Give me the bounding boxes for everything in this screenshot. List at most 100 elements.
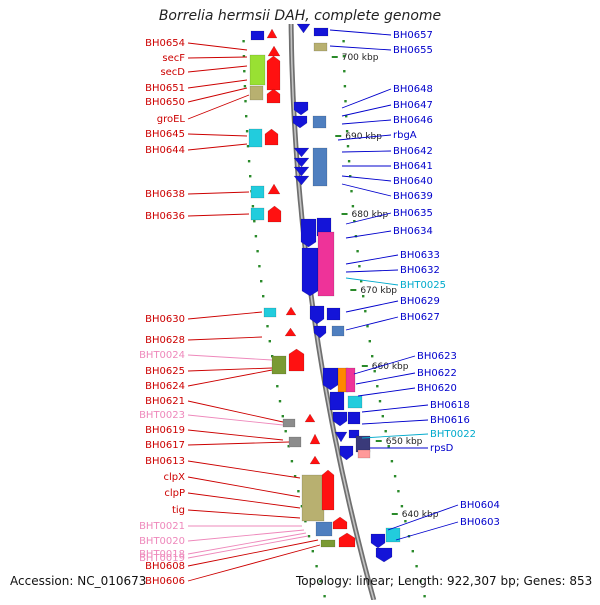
gene-arrow <box>321 469 335 511</box>
gene-label: BH0627 <box>400 312 440 323</box>
strand-guide-dot <box>378 400 382 403</box>
strand-guide-dot <box>311 550 314 553</box>
gene-label: rpsD <box>430 443 454 454</box>
gene-block <box>301 474 325 522</box>
gene-label: BH0613 <box>145 456 185 467</box>
gene-block <box>315 521 333 537</box>
map-title: Borrelia hermsii DAH, complete genome <box>158 8 442 24</box>
gene-arrow <box>285 306 297 316</box>
label-leader <box>341 104 392 117</box>
strand-guide-dot <box>319 580 322 583</box>
strand-guide-dot <box>251 205 255 208</box>
strand-guide-dot <box>345 130 349 133</box>
gene-label: BH0629 <box>400 296 440 307</box>
strand-guide-dot <box>323 595 326 598</box>
strand-guide-dot <box>245 130 249 133</box>
label-leader <box>345 316 399 331</box>
gene-label: BHT0022 <box>430 429 476 440</box>
strand-guide-dot <box>297 490 300 493</box>
gene-arrow <box>288 348 305 372</box>
gene-label: BH0639 <box>393 191 433 202</box>
gene-label: BH0606 <box>145 576 185 587</box>
scale-label: 680 kbp <box>352 210 389 220</box>
strand-guide-dot <box>384 430 387 433</box>
gene-label: BH0604 <box>460 500 500 511</box>
gene-block <box>348 429 360 439</box>
gene-label: BH0644 <box>145 145 185 156</box>
strand-guide-dot <box>249 175 252 178</box>
strand-guide-dot <box>404 520 407 523</box>
gene-label: BH0633 <box>400 250 440 261</box>
gene-label: clpP <box>164 488 185 499</box>
gene-arrow <box>266 88 281 104</box>
strand-guide-dot <box>344 100 347 103</box>
strand-guide-dot <box>358 265 361 268</box>
strand-guide-dot <box>290 460 294 463</box>
genome-stats-text: Topology: linear; Length: 922,307 bp; Ge… <box>296 574 593 588</box>
gene-label: BH0636 <box>145 211 185 222</box>
strand-guide-dot <box>347 160 351 163</box>
strand-guide-dot <box>242 55 246 58</box>
gene-block <box>249 85 264 101</box>
gene-label: BH0603 <box>460 517 500 528</box>
strand-guide-dot <box>351 205 355 208</box>
gene-label: groEL <box>157 114 186 125</box>
label-leader <box>187 529 305 542</box>
strand-guide-dot <box>360 280 363 283</box>
strand-guide-dot <box>243 70 246 73</box>
label-leader <box>187 213 250 217</box>
strand-guide-dot <box>300 505 304 508</box>
strand-guide-dot <box>284 430 287 433</box>
gene-block <box>320 539 336 548</box>
gene-label: BH0645 <box>145 129 185 140</box>
gene-label: BH0622 <box>417 368 457 379</box>
label-leader <box>353 355 416 375</box>
scale-label: 640 kbp <box>402 510 439 520</box>
label-leader <box>395 521 459 541</box>
strand-guide-dot <box>373 370 376 373</box>
label-leader <box>187 79 248 89</box>
label-leader <box>187 539 319 567</box>
gene-arrow <box>293 147 310 158</box>
label-leader <box>187 429 284 441</box>
label-leader <box>337 134 392 141</box>
label-leader <box>345 277 399 286</box>
gene-arrow <box>375 547 393 563</box>
label-leader <box>187 87 248 103</box>
gene-label: clpX <box>164 472 186 483</box>
gene-arrow <box>293 166 310 177</box>
gene-label: BH0630 <box>145 314 185 325</box>
label-leader <box>187 336 263 341</box>
gene-arrow <box>284 327 297 337</box>
gene-arrow <box>266 28 278 39</box>
scale-label: 690 kbp <box>345 132 382 142</box>
gene-block <box>250 207 265 221</box>
label-leader <box>329 29 392 36</box>
label-leader <box>341 175 392 182</box>
label-leader <box>187 367 273 372</box>
label-leader <box>187 509 301 519</box>
gene-label: BHT0025 <box>400 280 446 291</box>
gene-arrow <box>332 516 348 530</box>
strand-guide-dot <box>362 295 365 298</box>
label-leader <box>187 354 273 361</box>
label-leader <box>187 56 248 59</box>
label-leader <box>187 460 301 479</box>
strand-guide-dot <box>423 595 426 598</box>
gene-label: tig <box>172 505 185 516</box>
label-leader <box>187 65 248 73</box>
strand-guide-dot <box>262 295 265 298</box>
strand-guide-dot <box>343 85 347 88</box>
label-leader <box>187 532 307 555</box>
label-leader <box>187 42 248 51</box>
gene-label: BHT0020 <box>139 536 185 547</box>
gene-block <box>317 231 335 297</box>
label-leader <box>345 269 399 273</box>
strand-guide-dot <box>287 445 290 448</box>
gene-label: BH0624 <box>145 381 185 392</box>
gene-arrow <box>293 157 310 168</box>
gene-block <box>249 54 266 86</box>
strand-guide-dot <box>390 460 394 463</box>
